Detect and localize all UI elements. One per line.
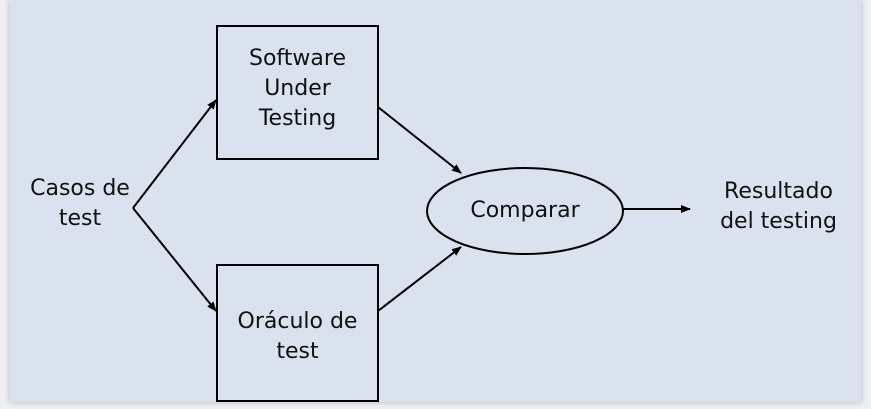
arrow-sut-to-compare xyxy=(377,106,462,174)
arrow-input-to-oracle xyxy=(132,207,217,312)
oracle-box xyxy=(216,264,379,402)
compare-label: Comparar xyxy=(470,198,580,223)
arrow-input-to-sut xyxy=(132,99,217,209)
input-label: Casos de test xyxy=(30,176,130,231)
oracle-label: Oráculo de test xyxy=(237,309,358,364)
sut-box xyxy=(216,25,379,160)
compare-ellipse xyxy=(426,167,624,255)
sut-label: Software Under Testing xyxy=(249,46,346,131)
output-label: Resultado del testing xyxy=(720,179,837,234)
arrow-oracle-to-compare xyxy=(377,246,462,312)
